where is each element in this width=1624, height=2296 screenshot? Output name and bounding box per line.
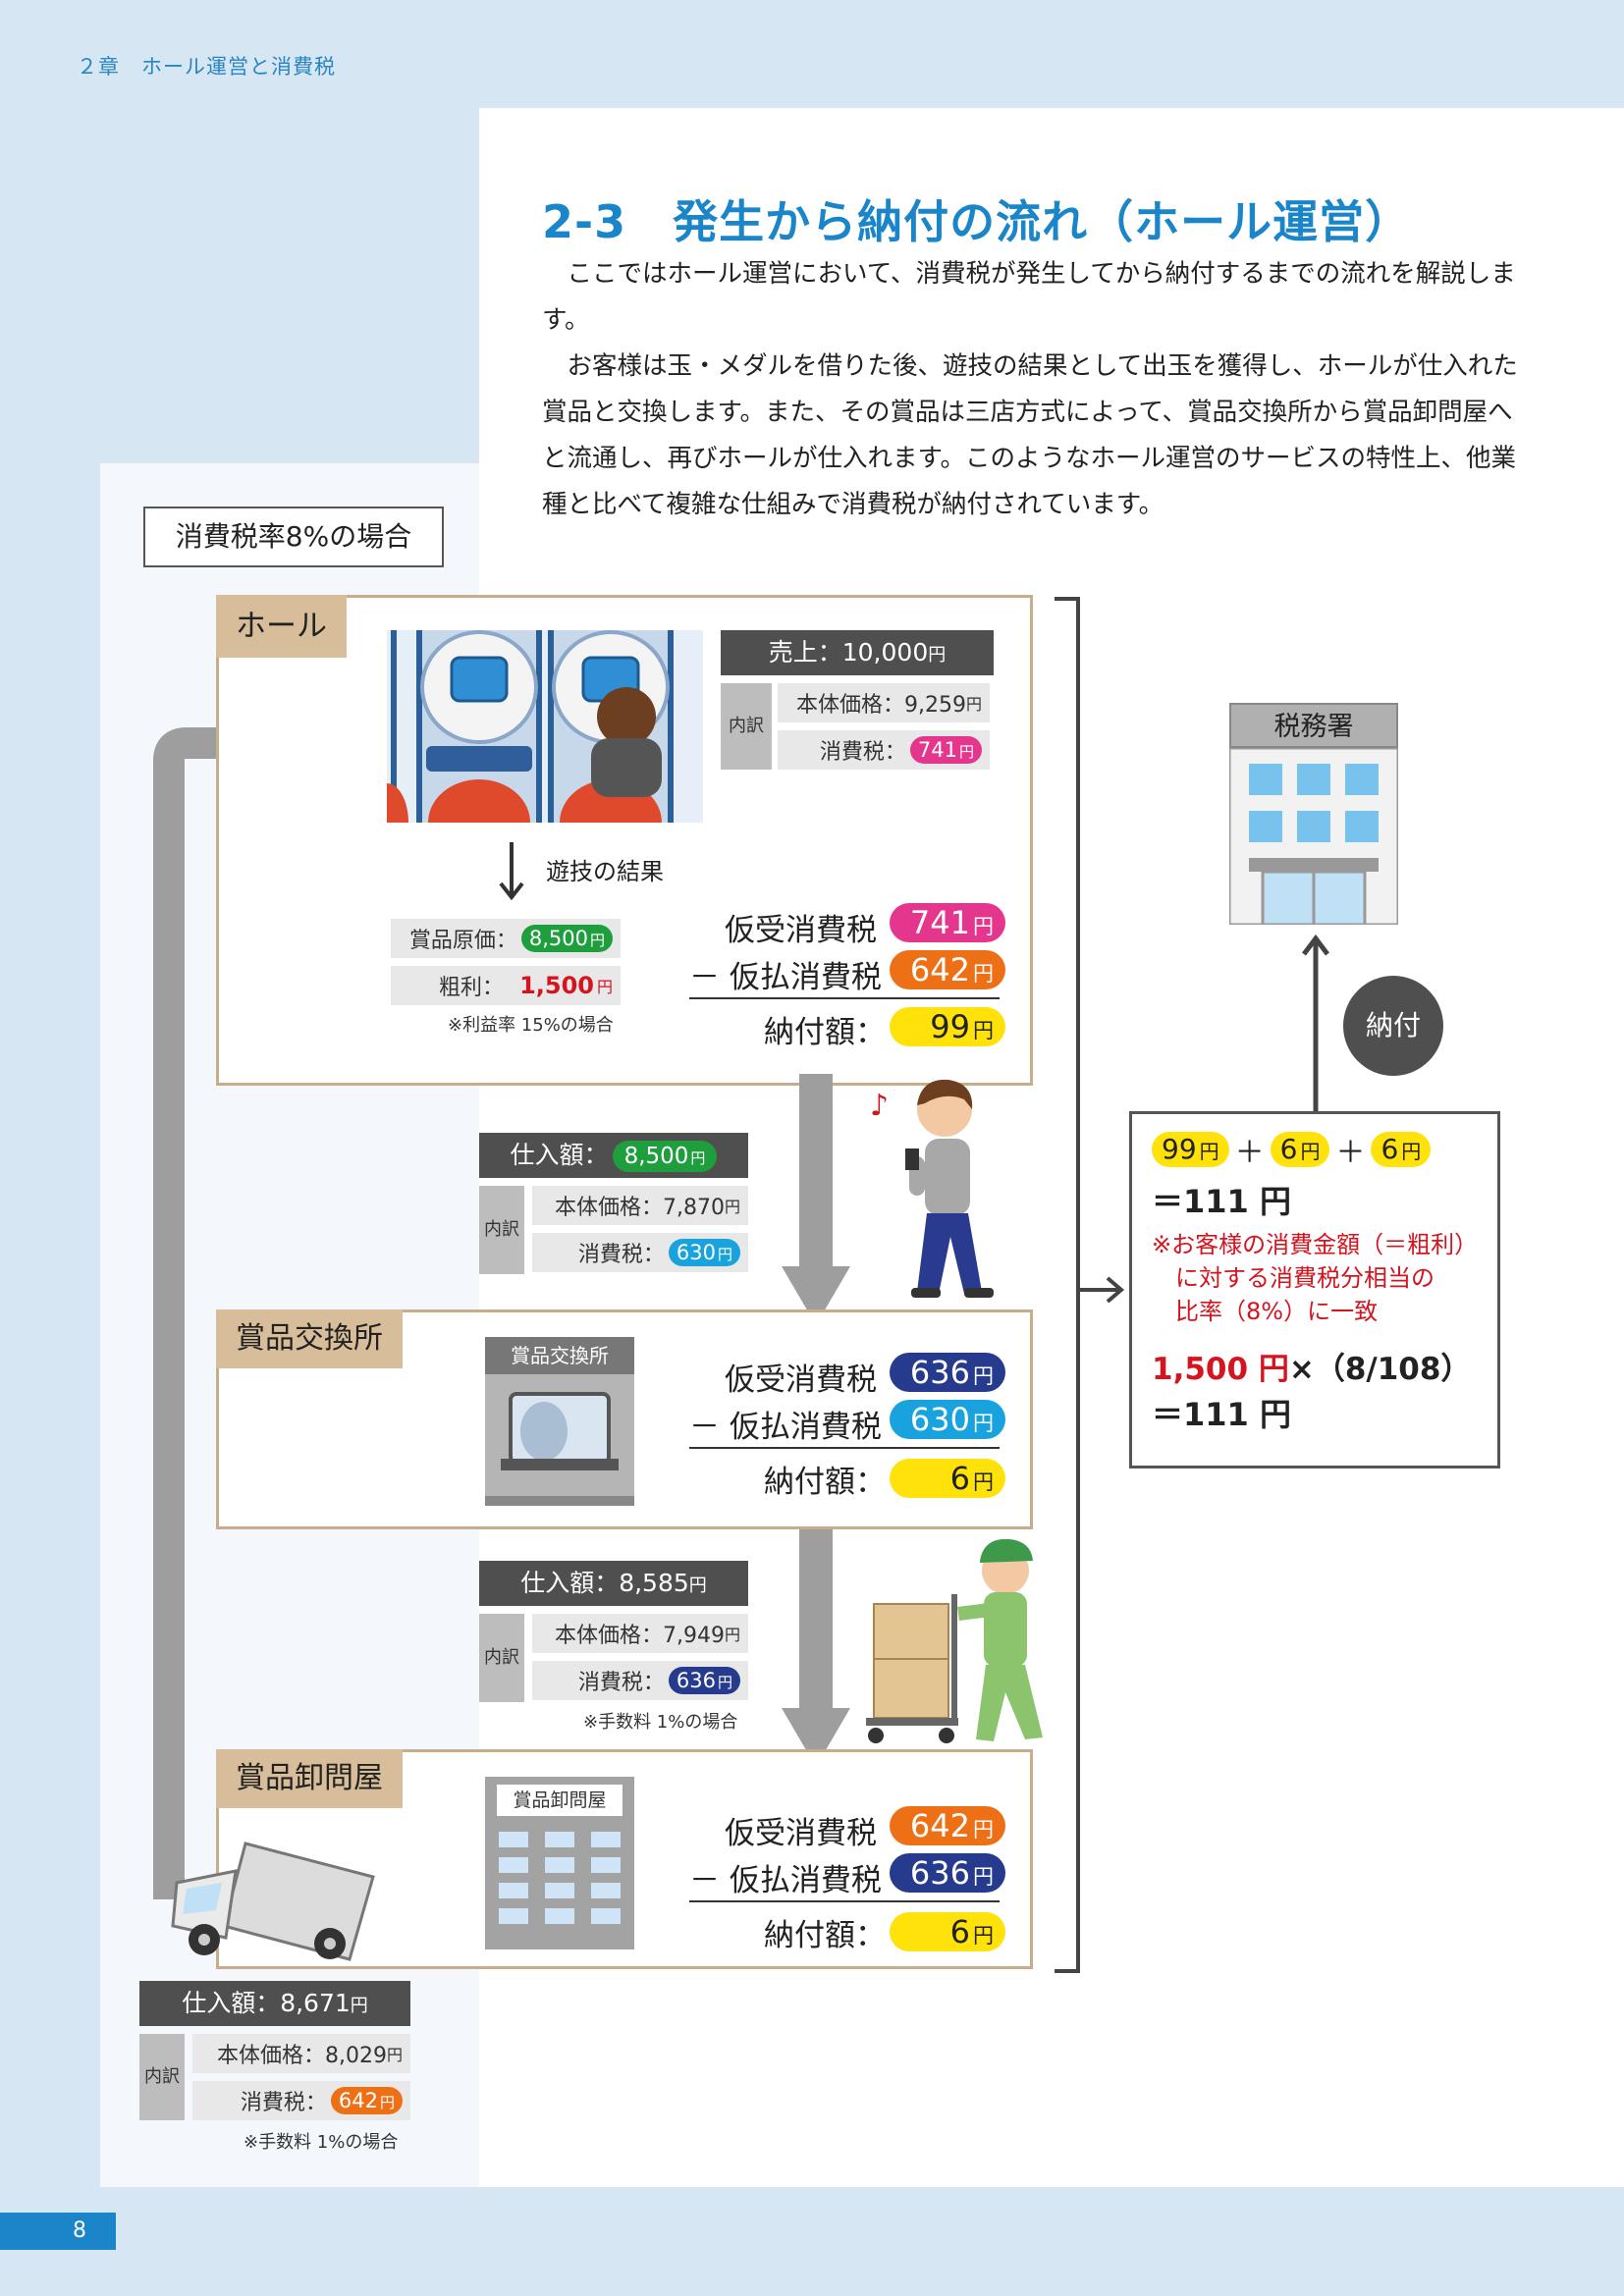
hall-calc-line — [689, 997, 1000, 999]
section-title: 2-3 発生から納付の流れ（ホール運営） — [542, 195, 1412, 248]
page-number: 8 — [0, 2213, 116, 2250]
delivery-worker-illustration — [866, 1538, 1043, 1743]
chapter-header: ２章 ホール運営と消費税 — [77, 55, 336, 79]
exchange-tag: 賞品交換所 — [216, 1309, 403, 1368]
hall-purchase-neiyaku: 内訳 — [139, 2034, 185, 2120]
flow-arrow-down-2 — [782, 1516, 850, 1767]
summary-total-2: ＝111 円 — [1152, 1396, 1291, 1433]
summary-total: ＝111 円 — [1152, 1183, 1291, 1220]
hall-neiyaku-label: 内訳 — [721, 683, 772, 770]
exchange-noufu-label: 納付額： — [764, 1465, 886, 1500]
payment-badge: 納付 — [1343, 976, 1443, 1076]
wholesaler-karibarai-label: － 仮払消費税 — [689, 1863, 882, 1898]
hall-karibarai-label: － 仮払消費税 — [689, 960, 882, 995]
summary-formula: 1,500 円×（8/108） — [1152, 1352, 1472, 1387]
tax-office-label: 税務署 — [1229, 703, 1398, 748]
exchange-booth-illustration: 賞品交換所 — [485, 1337, 634, 1506]
wholesaler-noufu-label: 納付額： — [764, 1918, 886, 1953]
tax-office-building: 税務署 — [1227, 703, 1400, 927]
flow-arrow-down-1 — [782, 1074, 850, 1325]
exchange-karii-label: 仮受消費税 — [725, 1362, 877, 1398]
intro-text: ここではホール運営において、消費税が発生してから納付するまでの流れを解説します。… — [542, 251, 1524, 528]
summary-bracket — [1055, 597, 1125, 1973]
wholesaler-building-illustration: 賞品卸問屋 — [485, 1777, 634, 1949]
exchange-karibarai-label: － 仮払消費税 — [689, 1410, 882, 1445]
fee-note-2: ※手数料 1%の場合 — [244, 2132, 399, 2153]
hall-karii-label: 仮受消費税 — [725, 913, 877, 948]
wholesaler-purchase-neiyaku: 内訳 — [479, 1614, 524, 1702]
hall-purchase-header: 仕入額：8,671円 — [139, 1981, 410, 2026]
svg-text:♪: ♪ — [870, 1089, 889, 1123]
exchange-booth-sign: 賞品交換所 — [485, 1337, 634, 1374]
wholesaler-calc-line — [689, 1900, 1000, 1902]
intro-paragraph-2: お客様は玉・メダルを借りた後、遊技の結果として出玉を獲得し、ホールが仕入れた賞品… — [542, 351, 1518, 519]
hall-sales-header: 売上：10,000円 — [721, 630, 994, 675]
customer-with-phone-illustration: ♪ — [870, 1079, 994, 1298]
play-result-label: 遊技の結果 — [546, 858, 664, 885]
wholesaler-tag: 賞品卸問屋 — [216, 1749, 403, 1808]
fee-note-1: ※手数料 1%の場合 — [583, 1712, 738, 1733]
hall-tag: ホール — [216, 595, 347, 658]
exchange-calc-line — [689, 1447, 1000, 1449]
exchange-purchase-neiyaku: 内訳 — [479, 1186, 524, 1274]
wholesaler-building-sign: 賞品卸問屋 — [497, 1785, 623, 1816]
wholesaler-purchase-header: 仕入額：8,585円 — [479, 1561, 748, 1606]
hall-noufu-label: 納付額： — [764, 1015, 886, 1050]
wholesaler-karii-label: 仮受消費税 — [725, 1816, 877, 1851]
pachinko-machines-illustration — [387, 630, 703, 823]
profit-rate-note: ※利益率 15%の場合 — [448, 1015, 614, 1036]
truck-illustration — [171, 1842, 375, 1961]
summary-note: ※お客様の消費金額（＝粗利） に対する消費税分相当の 比率（8%）に一致 — [1152, 1231, 1479, 1325]
tax-rate-label: 消費税率8%の場合 — [143, 507, 444, 567]
play-result-arrow — [499, 842, 524, 901]
payment-arrow-up — [1302, 934, 1329, 1113]
hall-sales-label: 売上：10,000 — [768, 638, 929, 667]
intro-paragraph-1: ここではホール運営において、消費税が発生してから納付するまでの流れを解説します。 — [542, 259, 1516, 335]
